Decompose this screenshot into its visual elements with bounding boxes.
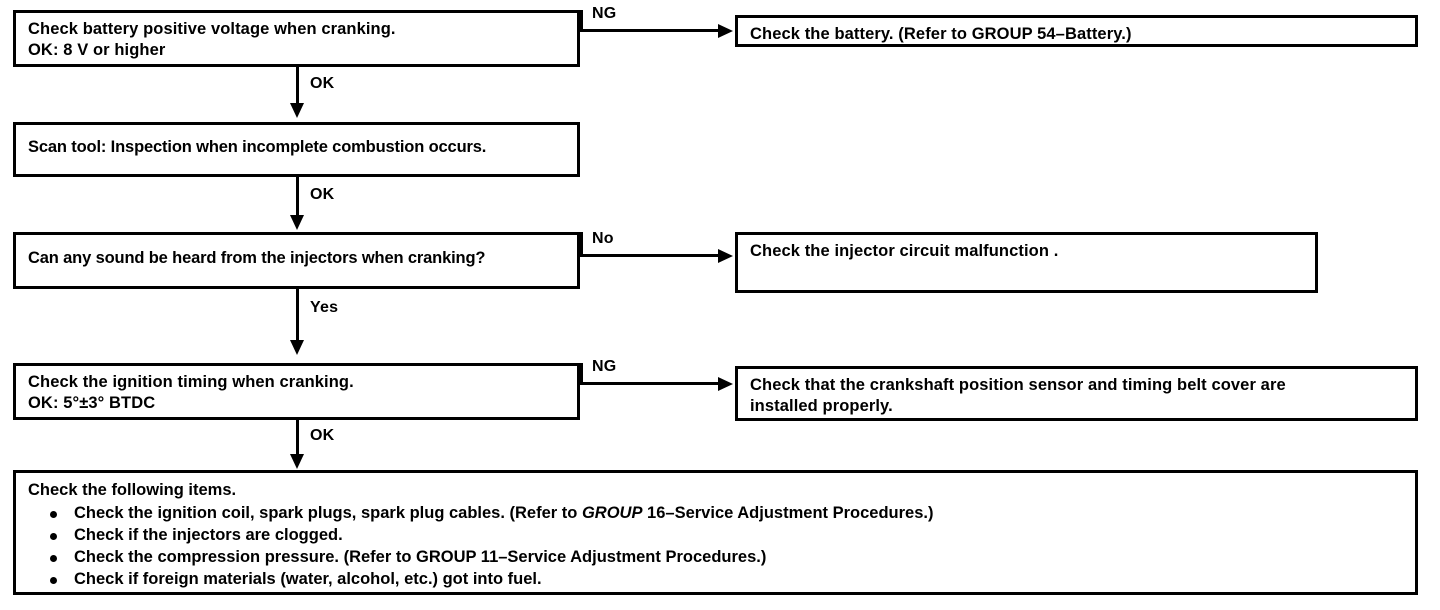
connector-yes-injector-line [296,289,299,342]
node-ignition-timing[interactable]: Check the ignition timing when cranking.… [13,363,580,420]
list-item-text-pre: Check the compression pressure. (Refer t… [74,547,767,566]
node-injector-sound[interactable]: Can any sound be heard from the injector… [13,232,580,289]
node-battery-check-line2: OK: 8 V or higher [28,41,166,60]
connector-ng-timing-arrowhead [718,377,733,391]
connector-ok-scan-line [296,177,299,217]
connector-no-injector-stub [580,232,583,256]
final-checks-heading: Check the following items. [28,481,237,499]
node-battery-check[interactable]: Check battery positive voltage when cran… [13,10,580,67]
bullet-icon [50,554,57,562]
flow-label-ng-timing: NG [592,358,617,375]
connector-ng-battery-stub [580,10,583,31]
flow-label-yes-injector: Yes [310,299,339,316]
node-ignition-timing-line2: OK: 5°±3° BTDC [28,394,156,413]
node-final-checks[interactable]: Check the following items. Check the ign… [13,470,1418,595]
bullet-icon [50,576,57,584]
connector-ok-battery-arrowhead [290,103,304,118]
flow-label-ok-battery: OK [310,75,335,92]
node-battery-action-line1: Check the battery. (Refer to GROUP 54–Ba… [750,25,1132,43]
list-item[interactable]: Check if foreign materials (water, alcoh… [28,569,1405,591]
connector-ng-battery-arrowhead [718,24,733,38]
connector-yes-injector-arrowhead [290,340,304,355]
final-checks-list: Check the ignition coil, spark plugs, sp… [28,503,1405,591]
node-crankshaft-action[interactable]: Check that the crankshaft position senso… [735,366,1418,421]
list-item-text-pre: Check if the injectors are clogged. [74,525,343,544]
bullet-icon [50,532,57,540]
list-item[interactable]: Check the compression pressure. (Refer t… [28,547,1405,569]
flow-label-no-injector: No [592,230,614,247]
connector-ok-scan-arrowhead [290,215,304,230]
list-item[interactable]: Check the ignition coil, spark plugs, sp… [28,503,1405,525]
node-injector-action[interactable]: Check the injector circuit malfunction . [735,232,1318,293]
node-crankshaft-action-line2: installed properly. [750,397,893,416]
connector-ok-battery-line [296,67,299,105]
flow-label-ok-scan: OK [310,186,335,203]
connector-ok-timing-line [296,420,299,456]
bullet-icon [50,510,57,518]
flow-label-ng-battery: NG [592,5,617,22]
node-crankshaft-action-line1: Check that the crankshaft position senso… [750,376,1286,394]
node-battery-check-line1: Check battery positive voltage when cran… [28,20,396,38]
connector-ng-timing-stub [580,363,583,385]
node-scan-tool[interactable]: Scan tool: Inspection when incomplete co… [13,122,580,177]
list-item-text-group: GROUP [581,503,643,522]
node-ignition-timing-line1: Check the ignition timing when cranking. [28,373,354,391]
list-item-text-pre: Check the ignition coil, spark plugs, sp… [74,503,582,522]
connector-ng-battery-line [580,29,720,32]
node-injector-action-line1: Check the injector circuit malfunction . [750,242,1059,260]
node-scan-tool-line1: Scan tool: Inspection when incomplete co… [28,138,487,156]
node-injector-sound-line1: Can any sound be heard from the injector… [28,249,486,267]
list-item[interactable]: Check if the injectors are clogged. [28,525,1405,547]
connector-ok-timing-arrowhead [290,454,304,469]
connector-no-injector-arrowhead [718,249,733,263]
node-battery-action[interactable]: Check the battery. (Refer to GROUP 54–Ba… [735,15,1418,47]
list-item-text-pre: Check if foreign materials (water, alcoh… [74,569,542,588]
connector-ng-timing-line [580,382,720,385]
connector-no-injector-line [580,254,720,257]
flow-label-ok-timing: OK [310,427,335,444]
list-item-text-post: 16–Service Adjustment Procedures.) [642,503,934,522]
